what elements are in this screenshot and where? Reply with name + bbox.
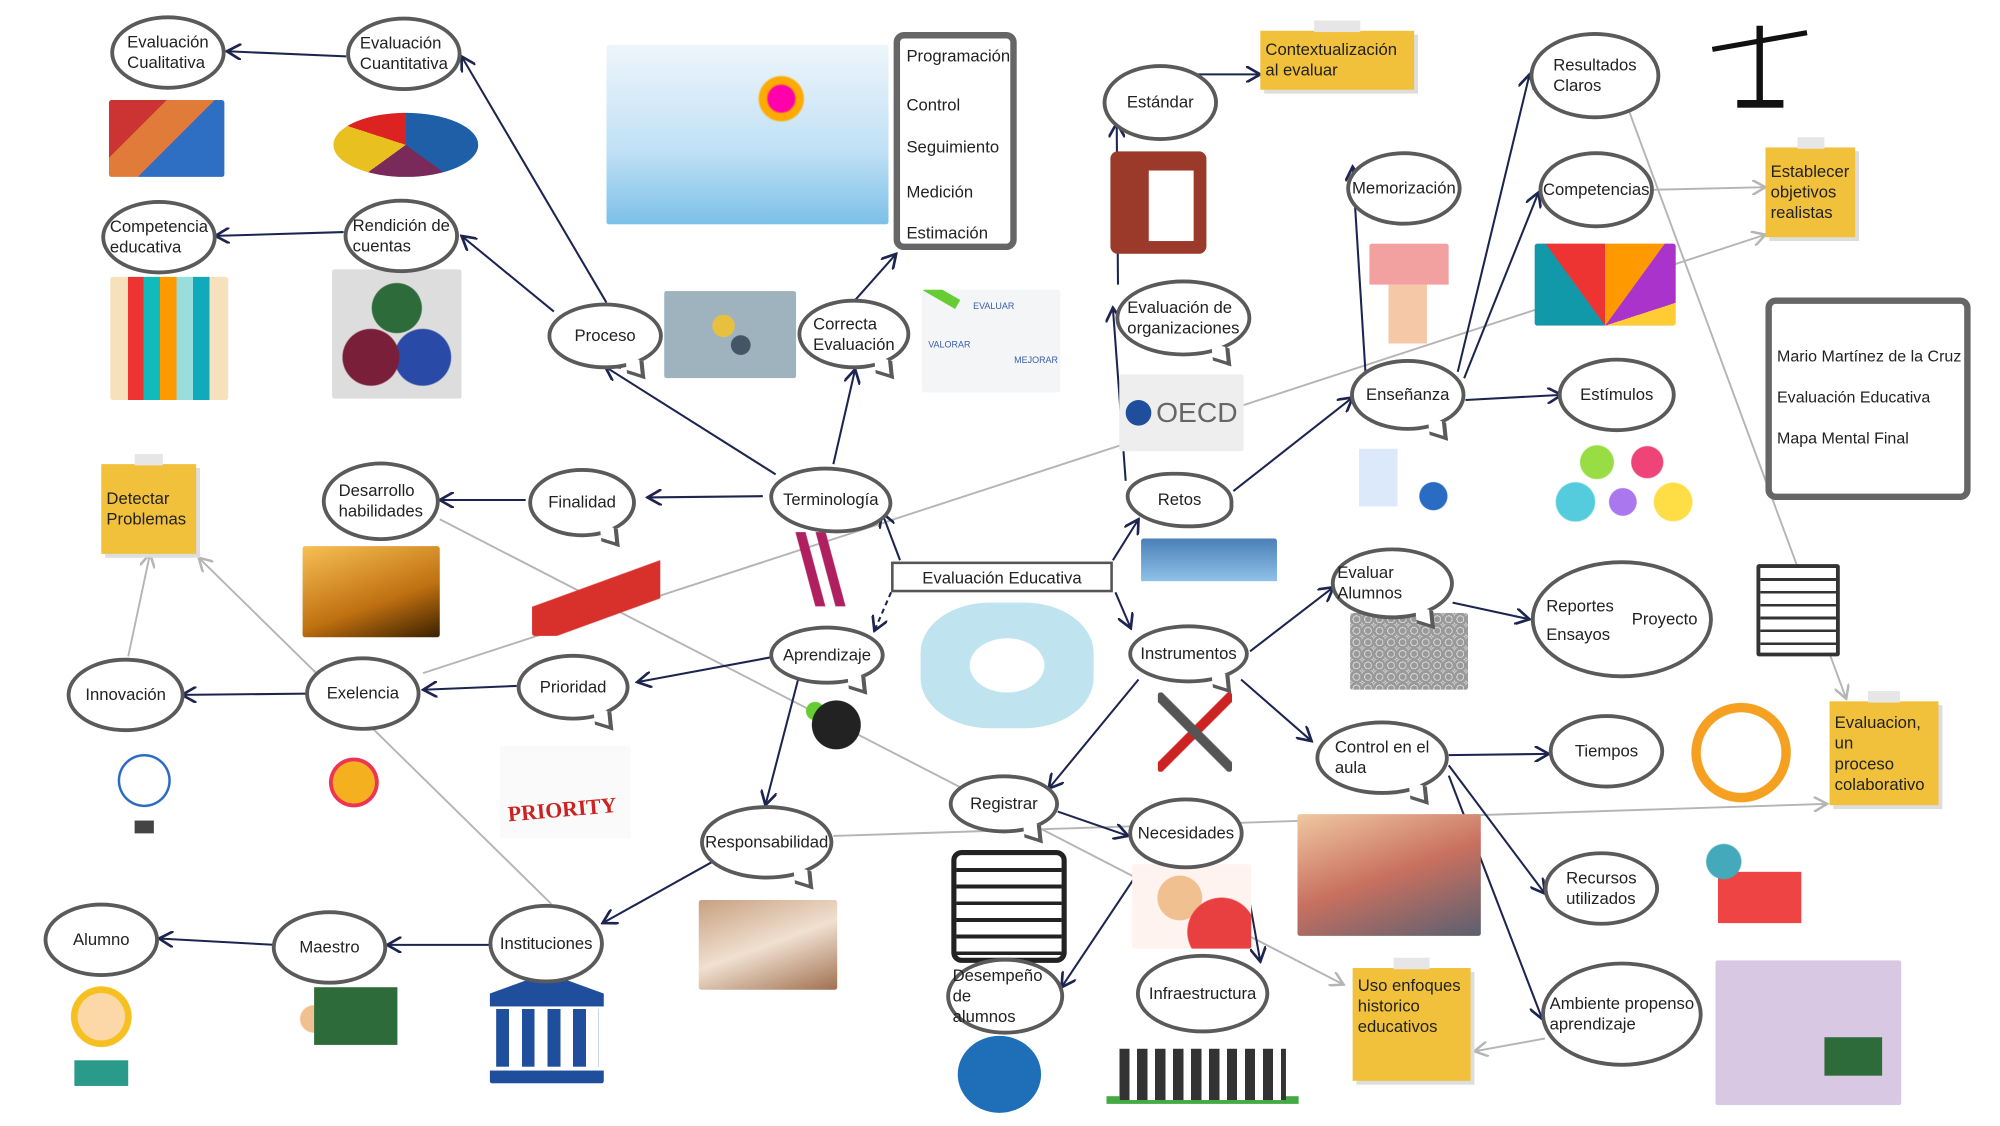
tools-icon [1157, 692, 1233, 772]
node-terminologia[interactable]: Terminología [769, 466, 893, 534]
pie-chart-image [333, 112, 479, 177]
arrow-connectors [159, 51, 1562, 1019]
speech-people-image [108, 100, 225, 177]
classroom-photo [1297, 814, 1481, 936]
node-competencias[interactable]: Competencias [1538, 151, 1654, 229]
paper-figures-hands-image [698, 900, 838, 990]
node-evaluacion-organizaciones[interactable]: Evaluación de organizaciones [1115, 279, 1252, 357]
sticky-detectar-problemas: Detectar Problemas [101, 453, 197, 554]
author-name: Mario Martínez de la Cruz [1776, 347, 1962, 366]
node-infraestructura[interactable]: Infraestructura [1135, 953, 1270, 1034]
node-estimulos[interactable]: Estímulos [1557, 357, 1676, 433]
node-evaluacion-cuantitativa[interactable]: Evaluación Cuantitativa [346, 16, 462, 92]
clipboard-badge-icon [1110, 151, 1207, 254]
clock-child-image [1689, 701, 1793, 804]
mountain-flag-image [1141, 538, 1277, 609]
senses-icons [1553, 442, 1698, 522]
staircase-sunset-image [302, 546, 440, 638]
priority-text: PRIORITY [506, 792, 618, 827]
author-subject: Evaluación Educativa [1776, 388, 1931, 407]
accountability-image [332, 269, 462, 399]
node-prioridad[interactable]: Prioridad [516, 653, 630, 721]
node-tiempos[interactable]: Tiempos [1548, 714, 1665, 789]
teacher-presentation-image [1352, 442, 1469, 520]
resources-illustration [1692, 835, 1819, 939]
institution-building-icon [489, 970, 604, 1084]
node-alumno[interactable]: Alumno [43, 902, 159, 977]
handwriting-tablet-icon [951, 850, 1067, 963]
evaluar-label: EVALUAR [973, 302, 1015, 312]
node-instrumentos[interactable]: Instrumentos [1128, 624, 1249, 684]
scales-icon [1705, 25, 1814, 109]
node-estandar[interactable]: Estándar [1102, 64, 1218, 142]
list-item: Control [906, 94, 961, 115]
node-aprendizaje[interactable]: Aprendizaje [769, 625, 885, 685]
mind-gears-image [789, 683, 875, 776]
learning-environment-image [1715, 960, 1902, 1106]
node-correcta-evaluacion[interactable]: Correcta Evaluación [797, 298, 911, 370]
node-rendicion-cuentas[interactable]: Rendición de cuentas [343, 198, 459, 274]
node-desempeno-alumnos[interactable]: Desempeño de alumnos [946, 957, 1065, 1035]
evaluate-checklist-image: EVALUAR VALORAR MEJORAR [921, 289, 1061, 393]
sticky-contextualizacion: Contextualización al evaluar [1260, 20, 1415, 90]
mejorar-label: MEJORAR [1014, 356, 1059, 366]
sticky-establecer-objetivos: Establecer objetivos realistas [1765, 137, 1856, 238]
book-head-icon [1369, 243, 1449, 344]
programacion-list-box: Programación Control Seguimiento Medició… [893, 32, 1017, 251]
node-exelencia[interactable]: Exelencia [305, 656, 421, 731]
node-finalidad[interactable]: Finalidad [528, 467, 636, 538]
oecd-text: OECD [1156, 396, 1238, 429]
oecd-logo: OECD [1119, 374, 1244, 452]
node-responsabilidad[interactable]: Responsabilidad [700, 805, 834, 880]
sdg-illustration-image [606, 44, 889, 225]
author-info-box: Mario Martínez de la Cruz Evaluación Edu… [1765, 297, 1971, 501]
node-registrar[interactable]: Registrar [948, 774, 1060, 834]
proyecto-text: Proyecto [1631, 608, 1698, 629]
node-instituciones[interactable]: Instituciones [488, 903, 604, 984]
oecd-globe-icon [1125, 400, 1151, 426]
node-innovacion[interactable]: Innovación [66, 657, 185, 733]
central-topic[interactable]: Evaluación Educativa [891, 561, 1113, 593]
node-ambiente-propenso[interactable]: Ambiente propenso aprendizaje [1541, 961, 1703, 1067]
node-resultados-claros[interactable]: Resultados Claros [1529, 32, 1661, 120]
gears-image [664, 291, 797, 379]
node-desarrollo-habilidades[interactable]: Desarrollo habilidades [321, 461, 440, 542]
red-arrow-person-image [532, 555, 661, 636]
node-ensenanza[interactable]: Enseñanza [1350, 358, 1466, 431]
podium-image [110, 276, 229, 401]
sticky-uso-enfoques: Uso enfoques historico educativos [1352, 957, 1471, 1081]
author-assignment: Mapa Mental Final [1776, 429, 1909, 448]
node-reportes-ensayos-proyecto[interactable]: Reportes Ensayos Proyecto [1530, 560, 1713, 679]
node-control-aula[interactable]: Control en el aula [1315, 720, 1449, 795]
list-item: Medición [906, 182, 974, 202]
teacher-blackboard-image [285, 980, 398, 1090]
books-gears-image [784, 532, 866, 607]
medal-icon [328, 756, 380, 831]
needs-head-image [1132, 864, 1252, 949]
list-item: Seguimiento [906, 137, 1000, 157]
valorar-label: VALORAR [928, 341, 971, 351]
node-evaluar-alumnos[interactable]: Evaluar Alumnos [1330, 547, 1454, 620]
node-maestro[interactable]: Maestro [271, 910, 388, 985]
node-recursos-utilizados[interactable]: Recursos utilizados [1543, 851, 1660, 926]
list-item: Programación [906, 46, 1011, 66]
bulb-network-icon [115, 743, 174, 836]
node-necesidades[interactable]: Necesidades [1128, 797, 1244, 870]
exam-sheet-image [1350, 612, 1469, 690]
list-item: Estimación [906, 223, 988, 243]
sticky-evaluacion-colaborativa: Evaluacion, un proceso colaborativo [1829, 691, 1939, 806]
performance-students-icon [957, 1035, 1042, 1113]
reportes-ensayos-text: Reportes Ensayos [1546, 595, 1614, 643]
evaluation-desk-image [920, 602, 1094, 729]
competencies-head-image [1534, 243, 1676, 326]
node-retos[interactable]: Retos [1125, 471, 1234, 529]
student-icon [55, 970, 148, 1086]
node-competencia-educativa[interactable]: Competencia educativa [101, 200, 217, 275]
priority-stamp-image: PRIORITY [500, 746, 631, 839]
node-evaluacion-cualitativa[interactable]: Evaluación Cualitativa [110, 15, 226, 90]
node-proceso[interactable]: Proceso [547, 302, 663, 370]
node-memorizacion[interactable]: Memorización [1346, 151, 1462, 226]
document-pencil-icon [1756, 564, 1840, 657]
